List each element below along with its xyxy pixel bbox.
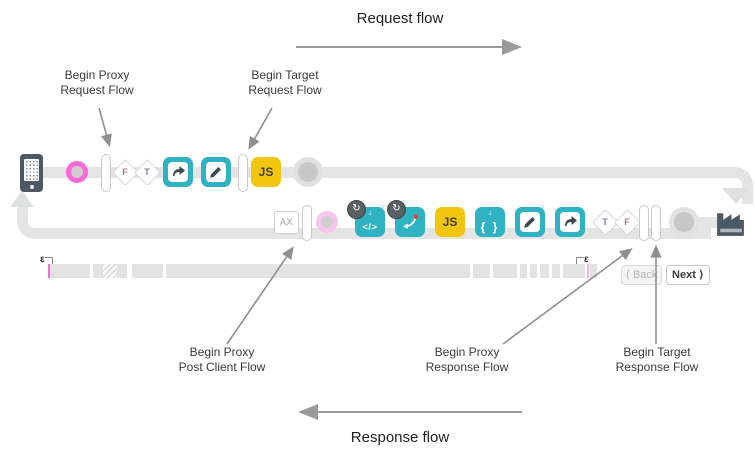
down-arrow-icon: ↓ bbox=[368, 208, 372, 217]
next-button[interactable]: Next ⟩ bbox=[666, 265, 710, 285]
proxy-endpoint-ring[interactable] bbox=[66, 161, 88, 183]
timeline-scrubber[interactable] bbox=[48, 264, 598, 278]
policy-paper bbox=[168, 162, 188, 182]
label-line: Begin Proxy bbox=[189, 345, 255, 359]
timeline-segment bbox=[166, 264, 470, 278]
timeline-segment bbox=[540, 264, 549, 278]
epsilon-mark: ε bbox=[40, 254, 45, 265]
timeline-segment bbox=[552, 264, 560, 278]
response-lane-endcap[interactable] bbox=[674, 212, 694, 232]
response-track-arrowhead bbox=[10, 191, 34, 207]
label-line: Begin Target bbox=[623, 345, 691, 359]
bracket-corner-icon bbox=[44, 257, 53, 264]
phone-screen bbox=[24, 159, 39, 181]
label-line: Response Flow bbox=[615, 360, 699, 374]
js-policy-label: JS bbox=[442, 215, 458, 229]
condition-true-diamond[interactable]: T bbox=[134, 159, 161, 186]
factory-glyph bbox=[717, 213, 744, 236]
braces-policy-icon[interactable]: ↓ { } bbox=[475, 207, 505, 237]
refresh-glyph: ↻ bbox=[352, 203, 361, 214]
share-arrow-glyph bbox=[173, 166, 185, 176]
timeline-segment bbox=[93, 264, 103, 278]
response-track-connector bbox=[697, 217, 719, 228]
condition-letter: T bbox=[602, 217, 608, 227]
response-flow-title: Response flow bbox=[350, 429, 450, 446]
request-flow-track bbox=[42, 167, 753, 204]
share-policy-icon[interactable] bbox=[163, 157, 193, 187]
iteration-badge-icon: ↻ bbox=[387, 200, 406, 219]
begin-proxy-request-flow-label: Begin Proxy Request Flow bbox=[35, 68, 159, 98]
begin-target-request-flow-label: Begin Target Request Flow bbox=[223, 68, 347, 98]
pencil-glyph bbox=[524, 217, 535, 228]
begin-proxy-request-arrow bbox=[98, 107, 112, 148]
begin-target-request-arrow bbox=[248, 107, 273, 150]
timeline-segment bbox=[50, 264, 90, 278]
begin-proxy-response-flow-label: Begin Proxy Response Flow bbox=[405, 345, 529, 375]
braces-glyph: { } bbox=[480, 220, 500, 234]
timeline-segment bbox=[473, 264, 490, 278]
timeline-segment bbox=[530, 264, 537, 278]
timeline-segment bbox=[520, 264, 527, 278]
bracket-corner-icon bbox=[576, 257, 584, 264]
label-line: Begin Proxy bbox=[434, 345, 500, 359]
begin-proxy-request-flow-marker[interactable] bbox=[101, 154, 111, 192]
condition-false-diamond[interactable]: F bbox=[112, 159, 139, 186]
timeline-segment-hatched bbox=[103, 264, 117, 278]
pencil-policy-icon[interactable] bbox=[201, 157, 231, 187]
condition-true-diamond[interactable]: T bbox=[592, 209, 619, 236]
label-line: Request Flow bbox=[248, 83, 322, 97]
analytics-step[interactable]: AX bbox=[274, 211, 299, 234]
policy-paper bbox=[206, 162, 226, 182]
timeline-segment bbox=[117, 264, 127, 278]
timeline-segment bbox=[132, 264, 163, 278]
timeline-cursor-tick bbox=[48, 264, 50, 278]
iteration-badge-icon: ↻ bbox=[347, 200, 366, 219]
phone-home-button bbox=[29, 185, 34, 189]
js-policy-icon[interactable]: JS bbox=[435, 207, 465, 237]
begin-target-response-flow-label: Begin Target Response Flow bbox=[595, 345, 719, 375]
label-line: Request Flow bbox=[60, 83, 134, 97]
policy-paper bbox=[520, 212, 540, 232]
timeline-end-tick bbox=[587, 264, 589, 278]
request-lane-endcap[interactable] bbox=[298, 162, 318, 182]
label-line: Begin Proxy bbox=[64, 68, 130, 82]
back-button[interactable]: ⟨ Back bbox=[621, 265, 662, 285]
condition-letter: F bbox=[122, 167, 128, 177]
begin-target-response-flow-marker[interactable] bbox=[651, 205, 661, 241]
callout-arrow-glyph bbox=[403, 214, 419, 229]
share-policy-icon[interactable] bbox=[555, 207, 585, 237]
label-line: Response Flow bbox=[425, 360, 509, 374]
pencil-policy-icon[interactable] bbox=[515, 207, 545, 237]
begin-proxy-response-flow-marker[interactable] bbox=[639, 205, 649, 241]
request-track-arrowhead bbox=[722, 188, 750, 204]
backend-factory-icon bbox=[714, 206, 747, 239]
begin-proxy-post-client-flow-label: Begin Proxy Post Client Flow bbox=[160, 345, 284, 375]
refresh-glyph: ↻ bbox=[392, 203, 401, 214]
code-policy-icon[interactable]: ↓ </> ↻ bbox=[347, 200, 385, 237]
down-arrow-icon: ↓ bbox=[488, 208, 492, 217]
begin-target-request-flow-marker[interactable] bbox=[238, 154, 248, 192]
analytics-label: AX bbox=[279, 217, 293, 227]
timeline-left-mark: ε bbox=[40, 255, 53, 265]
code-glyph: </> bbox=[362, 222, 378, 233]
request-flow-title: Request flow bbox=[356, 10, 444, 27]
js-policy-icon[interactable]: JS bbox=[251, 157, 281, 187]
proxy-endpoint-ring-faded[interactable] bbox=[316, 211, 338, 233]
js-policy-label: JS bbox=[258, 165, 274, 179]
pencil-glyph bbox=[210, 167, 221, 178]
share-arrow-glyph bbox=[565, 216, 577, 226]
condition-letter: F bbox=[624, 217, 630, 227]
label-line: Begin Target bbox=[251, 68, 319, 82]
condition-false-diamond[interactable]: F bbox=[614, 209, 641, 236]
condition-letter: T bbox=[144, 167, 150, 177]
client-phone-icon bbox=[20, 154, 43, 192]
callout-policy-icon[interactable]: ↻ bbox=[387, 200, 425, 237]
timeline-segment bbox=[590, 264, 597, 278]
timeline-segment bbox=[563, 264, 585, 278]
label-line: Post Client Flow bbox=[178, 360, 266, 374]
begin-proxy-post-client-flow-marker[interactable] bbox=[302, 205, 312, 241]
policy-paper bbox=[560, 212, 580, 232]
timeline-segment bbox=[493, 264, 517, 278]
